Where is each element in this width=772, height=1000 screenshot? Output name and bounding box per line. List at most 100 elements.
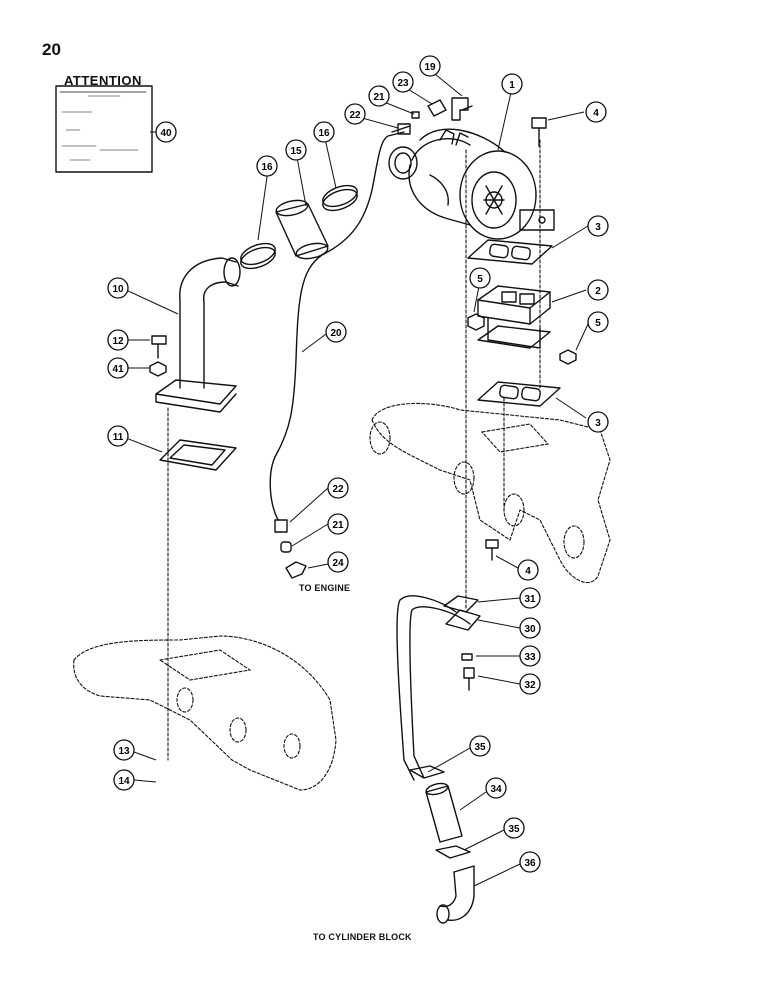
small-washer <box>411 111 420 119</box>
callout-16: 16 <box>256 155 278 177</box>
callout-35: 35 <box>503 817 525 839</box>
hose-clamp <box>240 184 358 270</box>
turbocharger <box>388 128 555 240</box>
callout-15: 15 <box>285 139 307 161</box>
callout-1: 1 <box>501 73 523 95</box>
svg-text:19: 19 <box>424 62 436 73</box>
lower-gasket <box>477 381 561 407</box>
svg-text:30: 30 <box>524 624 536 635</box>
attention-title: ATTENTION <box>64 73 142 88</box>
svg-text:1: 1 <box>509 80 515 91</box>
tube-flange-gasket <box>445 609 481 631</box>
svg-text:41: 41 <box>112 364 124 375</box>
callout-31: 31 <box>519 587 541 609</box>
to-engine-label: TO ENGINE <box>299 583 351 593</box>
callout-34: 34 <box>485 777 507 799</box>
callouts: 19 23 1 21 22 4 16 15 16 3 10 5 2 20 5 1… <box>107 55 609 873</box>
svg-text:31: 31 <box>524 594 536 605</box>
oil-feed-line <box>269 131 405 521</box>
svg-text:35: 35 <box>474 742 486 753</box>
svg-text:5: 5 <box>477 274 483 285</box>
svg-text:15: 15 <box>290 146 302 157</box>
exhaust-manifold-phantom <box>369 402 611 583</box>
callout-5: 5 <box>469 267 491 289</box>
svg-text:22: 22 <box>349 110 361 121</box>
callout-11: 11 <box>107 425 129 447</box>
callout-4: 4 <box>585 101 607 123</box>
flange-gasket <box>159 439 237 471</box>
svg-text:35: 35 <box>508 824 520 835</box>
callout-22: 22 <box>344 103 366 125</box>
callout-36: 36 <box>519 851 541 873</box>
svg-text:12: 12 <box>112 336 124 347</box>
callout-21: 21 <box>368 85 390 107</box>
callout-10: 10 <box>107 277 129 299</box>
svg-text:21: 21 <box>332 520 344 531</box>
bolt <box>531 117 547 147</box>
to-cylinder-block-label: TO CYLINDER BLOCK <box>313 932 412 942</box>
svg-text:16: 16 <box>318 128 330 139</box>
callout-19: 19 <box>419 55 441 77</box>
callout-21: 21 <box>327 513 349 535</box>
callout-4: 4 <box>517 559 539 581</box>
svg-text:5: 5 <box>595 318 601 329</box>
oil-elbow <box>285 561 307 579</box>
return-hose <box>425 782 463 843</box>
callout-12: 12 <box>107 329 129 351</box>
spacer-block <box>477 285 551 349</box>
callout-2: 2 <box>587 279 609 301</box>
return-tube <box>396 595 471 781</box>
svg-text:34: 34 <box>490 784 502 795</box>
svg-text:14: 14 <box>118 776 130 787</box>
svg-text:4: 4 <box>525 566 531 577</box>
intake-hose <box>275 199 329 260</box>
nut <box>467 313 485 331</box>
callout-35: 35 <box>469 735 491 757</box>
svg-text:24: 24 <box>332 558 344 569</box>
intake-manifold-phantom <box>73 635 337 791</box>
callout-20: 20 <box>325 321 347 343</box>
svg-text:4: 4 <box>593 108 599 119</box>
elbow-fitting <box>451 97 473 121</box>
hose-clamp <box>409 765 445 779</box>
svg-text:36: 36 <box>524 858 536 869</box>
cap-screw <box>463 667 475 691</box>
tube-flange <box>443 595 479 613</box>
callout-40: 40 <box>155 121 177 143</box>
callout-22: 22 <box>327 477 349 499</box>
callout-13: 13 <box>113 739 135 761</box>
svg-text:32: 32 <box>524 680 536 691</box>
svg-text:33: 33 <box>524 652 536 663</box>
elbow-pipe <box>155 257 241 413</box>
lock-washer <box>461 653 473 661</box>
washer-nut <box>149 361 167 377</box>
return-elbow <box>436 865 475 924</box>
connector-fitting <box>427 99 447 117</box>
callout-24: 24 <box>327 551 349 573</box>
page-number: 20 <box>42 40 61 59</box>
callout-3: 3 <box>587 411 609 433</box>
svg-text:22: 22 <box>332 484 344 495</box>
callout-5: 5 <box>587 311 609 333</box>
svg-text:10: 10 <box>112 284 124 295</box>
callout-33: 33 <box>519 645 541 667</box>
callout-32: 32 <box>519 673 541 695</box>
svg-text:23: 23 <box>397 78 409 89</box>
hose-clamp <box>435 845 471 859</box>
svg-text:2: 2 <box>595 286 601 297</box>
bolt <box>485 539 499 561</box>
callout-23: 23 <box>392 71 414 93</box>
svg-text:21: 21 <box>373 92 385 103</box>
callout-3: 3 <box>587 215 609 237</box>
svg-text:3: 3 <box>595 222 601 233</box>
attention-decal <box>55 85 153 173</box>
bolt <box>151 335 167 359</box>
nut <box>559 349 577 365</box>
callout-14: 14 <box>113 769 135 791</box>
svg-text:3: 3 <box>595 418 601 429</box>
svg-text:40: 40 <box>160 128 172 139</box>
callout-41: 41 <box>107 357 129 379</box>
svg-text:16: 16 <box>261 162 273 173</box>
svg-text:20: 20 <box>330 328 342 339</box>
